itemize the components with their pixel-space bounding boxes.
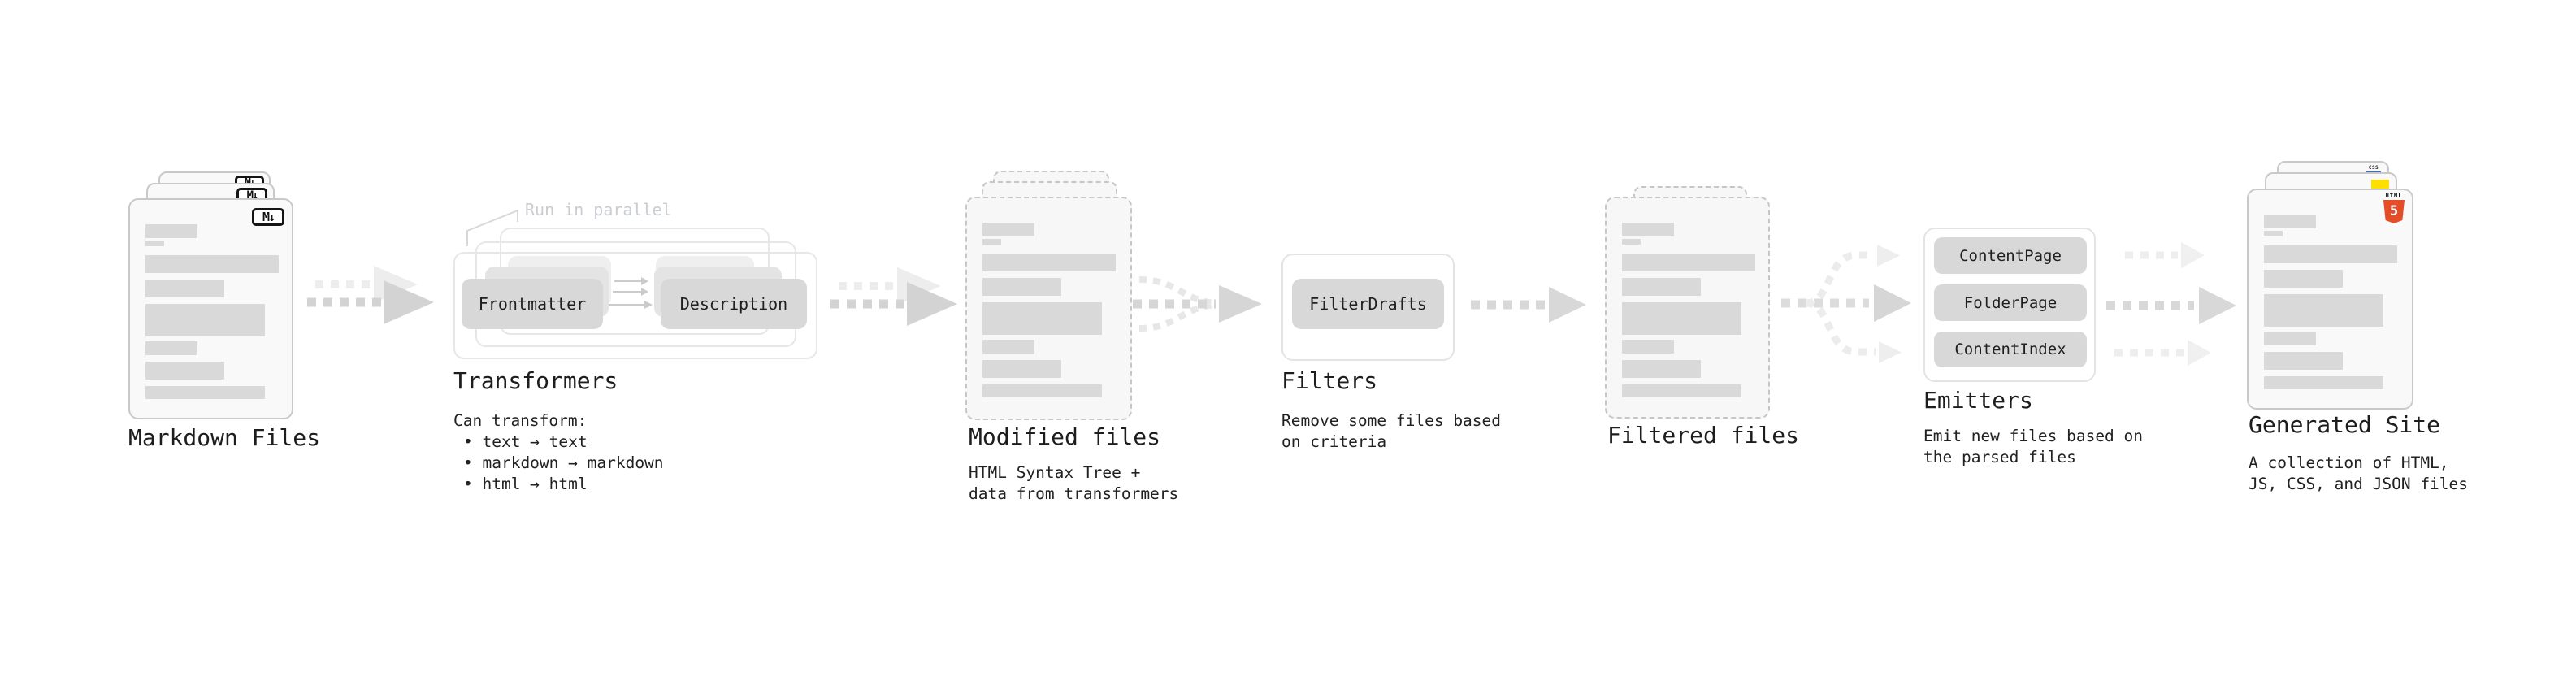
text-line-bar	[982, 278, 1061, 296]
contentindex-box: ContentIndex	[1934, 332, 2087, 367]
stage-label-generated-site: Generated Site	[2249, 411, 2441, 438]
modified-description-line: data from transformers	[969, 484, 1179, 503]
contentpage-box: ContentPage	[1934, 237, 2087, 274]
text-line-bar	[982, 360, 1061, 378]
text-line-bar	[145, 341, 197, 355]
description-box: Description	[661, 279, 807, 329]
arrow-emitters-to-generated	[2106, 242, 2236, 366]
text-line-bar	[2264, 294, 2383, 327]
text-line-bar	[145, 280, 224, 297]
file-card-front: HTML 5	[2247, 189, 2413, 410]
text-line-bar	[982, 254, 1116, 271]
filters-description-line: Remove some files based	[1281, 411, 1502, 430]
emitters-description-line: the parsed files	[1923, 448, 2076, 466]
text-line-bar	[2264, 245, 2397, 263]
arrow-markdown-to-transformers	[307, 266, 434, 324]
frontmatter-box: Frontmatter	[462, 279, 603, 329]
text-line-bar	[1622, 239, 1641, 245]
transformers-description-title: Can transform:	[453, 411, 588, 430]
text-line-bar	[1622, 384, 1741, 397]
transformer-container-front	[453, 252, 817, 359]
arrow-transformers-to-modified	[830, 267, 957, 326]
text-line-bar	[2264, 270, 2343, 288]
text-line-bar	[982, 384, 1102, 397]
stage-label-filters: Filters	[1281, 367, 1378, 394]
stage-label-emitters: Emitters	[1923, 387, 2033, 414]
text-line-bar	[982, 239, 1001, 245]
folderpage-box: FolderPage	[1934, 284, 2087, 321]
html5-icon-shield: 5	[2383, 200, 2405, 223]
html5-icon-word: HTML	[2385, 193, 2403, 199]
generated-description-line: A collection of HTML,	[2249, 453, 2449, 472]
text-line-bar	[982, 340, 1034, 354]
text-line-bar	[145, 304, 265, 336]
run-in-parallel-annotation: Run in parallel	[525, 200, 672, 219]
file-card-front	[1605, 197, 1770, 419]
generated-description-line: JS, CSS, and JSON files	[2249, 475, 2469, 493]
transformers-bullet: • text → text	[463, 432, 588, 451]
text-line-bar	[1622, 340, 1674, 354]
text-line-bar	[1622, 360, 1701, 378]
text-line-bar	[145, 224, 197, 238]
transformers-bullet: • html → html	[463, 475, 588, 493]
transformers-bullet: • markdown → markdown	[463, 453, 664, 472]
text-line-bar	[145, 255, 279, 273]
text-line-bar	[2264, 352, 2343, 370]
modified-description-line: HTML Syntax Tree +	[969, 463, 1141, 482]
text-line-bar	[982, 223, 1034, 236]
stage-label-markdown-files: Markdown Files	[128, 424, 321, 451]
emitters-description-line: Emit new files based on	[1923, 427, 2144, 445]
stage-label-transformers: Transformers	[453, 367, 618, 394]
markdown-icon: M↓	[252, 208, 284, 226]
arrow-filters-to-filtered	[1471, 287, 1586, 323]
text-line-bar	[1622, 223, 1674, 236]
text-line-bar	[145, 241, 164, 246]
text-line-bar	[982, 302, 1102, 335]
html5-icon: HTML 5	[2383, 193, 2405, 223]
arrow-modified-to-filters	[1133, 276, 1262, 332]
text-line-bar	[145, 362, 224, 380]
js-file-icon	[2371, 180, 2389, 189]
css-icon-label: CSS	[2368, 165, 2379, 171]
text-line-bar	[2264, 231, 2283, 236]
text-line-bar	[2264, 376, 2383, 389]
text-line-bar	[145, 386, 265, 399]
file-card-front: M↓	[128, 198, 293, 419]
file-card-front	[965, 197, 1132, 420]
text-line-bar	[1622, 254, 1755, 271]
text-line-bar	[1622, 302, 1741, 335]
text-line-bar	[2264, 215, 2316, 228]
arrow-filtered-to-emitters	[1781, 245, 1911, 363]
stage-label-modified-files: Modified files	[969, 423, 1161, 450]
filters-description-line: on criteria	[1281, 432, 1387, 451]
stage-label-filtered-files: Filtered files	[1607, 422, 1800, 449]
text-line-bar	[2264, 332, 2316, 345]
filterdrafts-box: FilterDrafts	[1292, 279, 1444, 329]
text-line-bar	[1622, 278, 1701, 296]
